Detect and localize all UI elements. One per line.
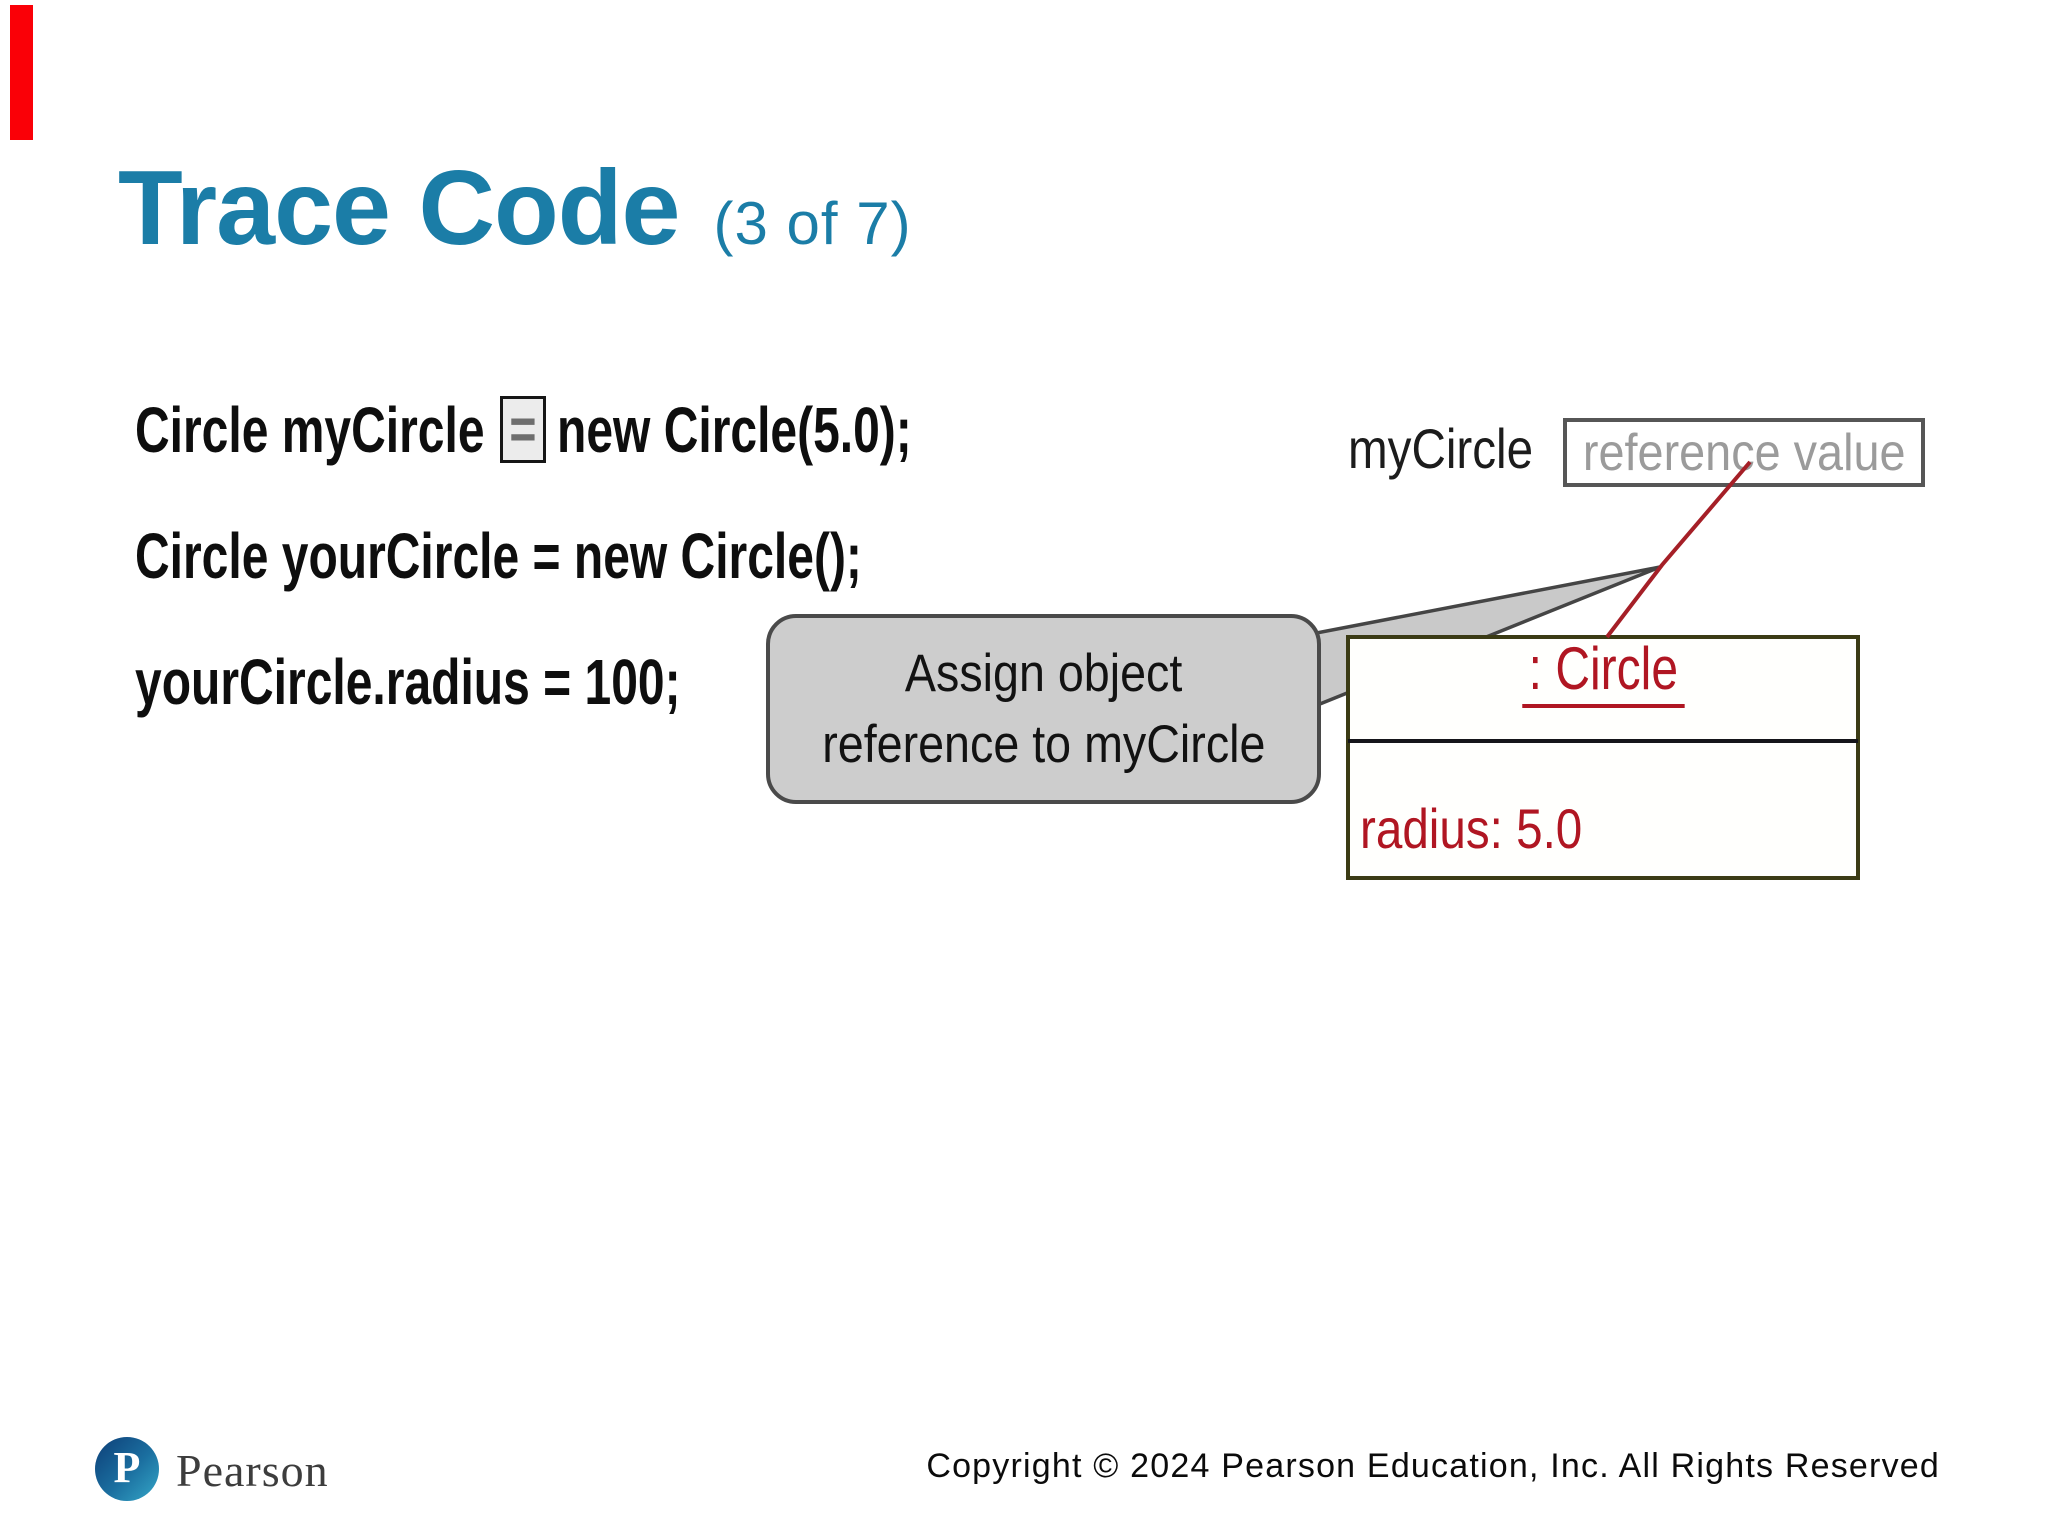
- callout-text-line2: reference to myCircle: [821, 715, 1266, 774]
- page-title-counter: (3 of 7): [713, 190, 912, 257]
- object-attribute: radius: 5.0: [1360, 797, 1583, 860]
- page-title: Trace Code: [118, 149, 680, 267]
- pearson-logo: P: [95, 1437, 159, 1501]
- reference-value-text: reference value: [1582, 423, 1906, 482]
- assignment-equals-glyph: =: [509, 396, 537, 462]
- assignment-highlight-box: =: [500, 396, 546, 463]
- pearson-logo-p-glyph: P: [113, 1442, 141, 1492]
- code-line-2: Circle yourCircle = new Circle();: [135, 520, 862, 592]
- callout-text-line1: Assign object: [904, 644, 1183, 703]
- copyright-text: Copyright © 2024 Pearson Education, Inc.…: [926, 1447, 1940, 1485]
- object-title: : Circle: [1521, 639, 1685, 708]
- object-title-row: : Circle: [1346, 639, 1860, 708]
- code-line-1-before: Circle myCircle: [135, 394, 485, 466]
- pearson-wordmark: Pearson: [176, 1445, 329, 1496]
- code-line-1-after: new Circle(5.0);: [557, 394, 912, 466]
- object-box-divider: [1348, 739, 1858, 743]
- red-marker-bar: [10, 5, 33, 140]
- callout-bubble: Assign object reference to myCircle: [766, 614, 1321, 804]
- circle-object-box: [1346, 635, 1860, 880]
- slide-title-row: Trace Code (3 of 7): [118, 155, 912, 261]
- code-line-3: yourCircle.radius = 100;: [135, 646, 681, 718]
- variable-label: myCircle: [1348, 417, 1534, 480]
- reference-value-box: reference value: [1563, 418, 1925, 487]
